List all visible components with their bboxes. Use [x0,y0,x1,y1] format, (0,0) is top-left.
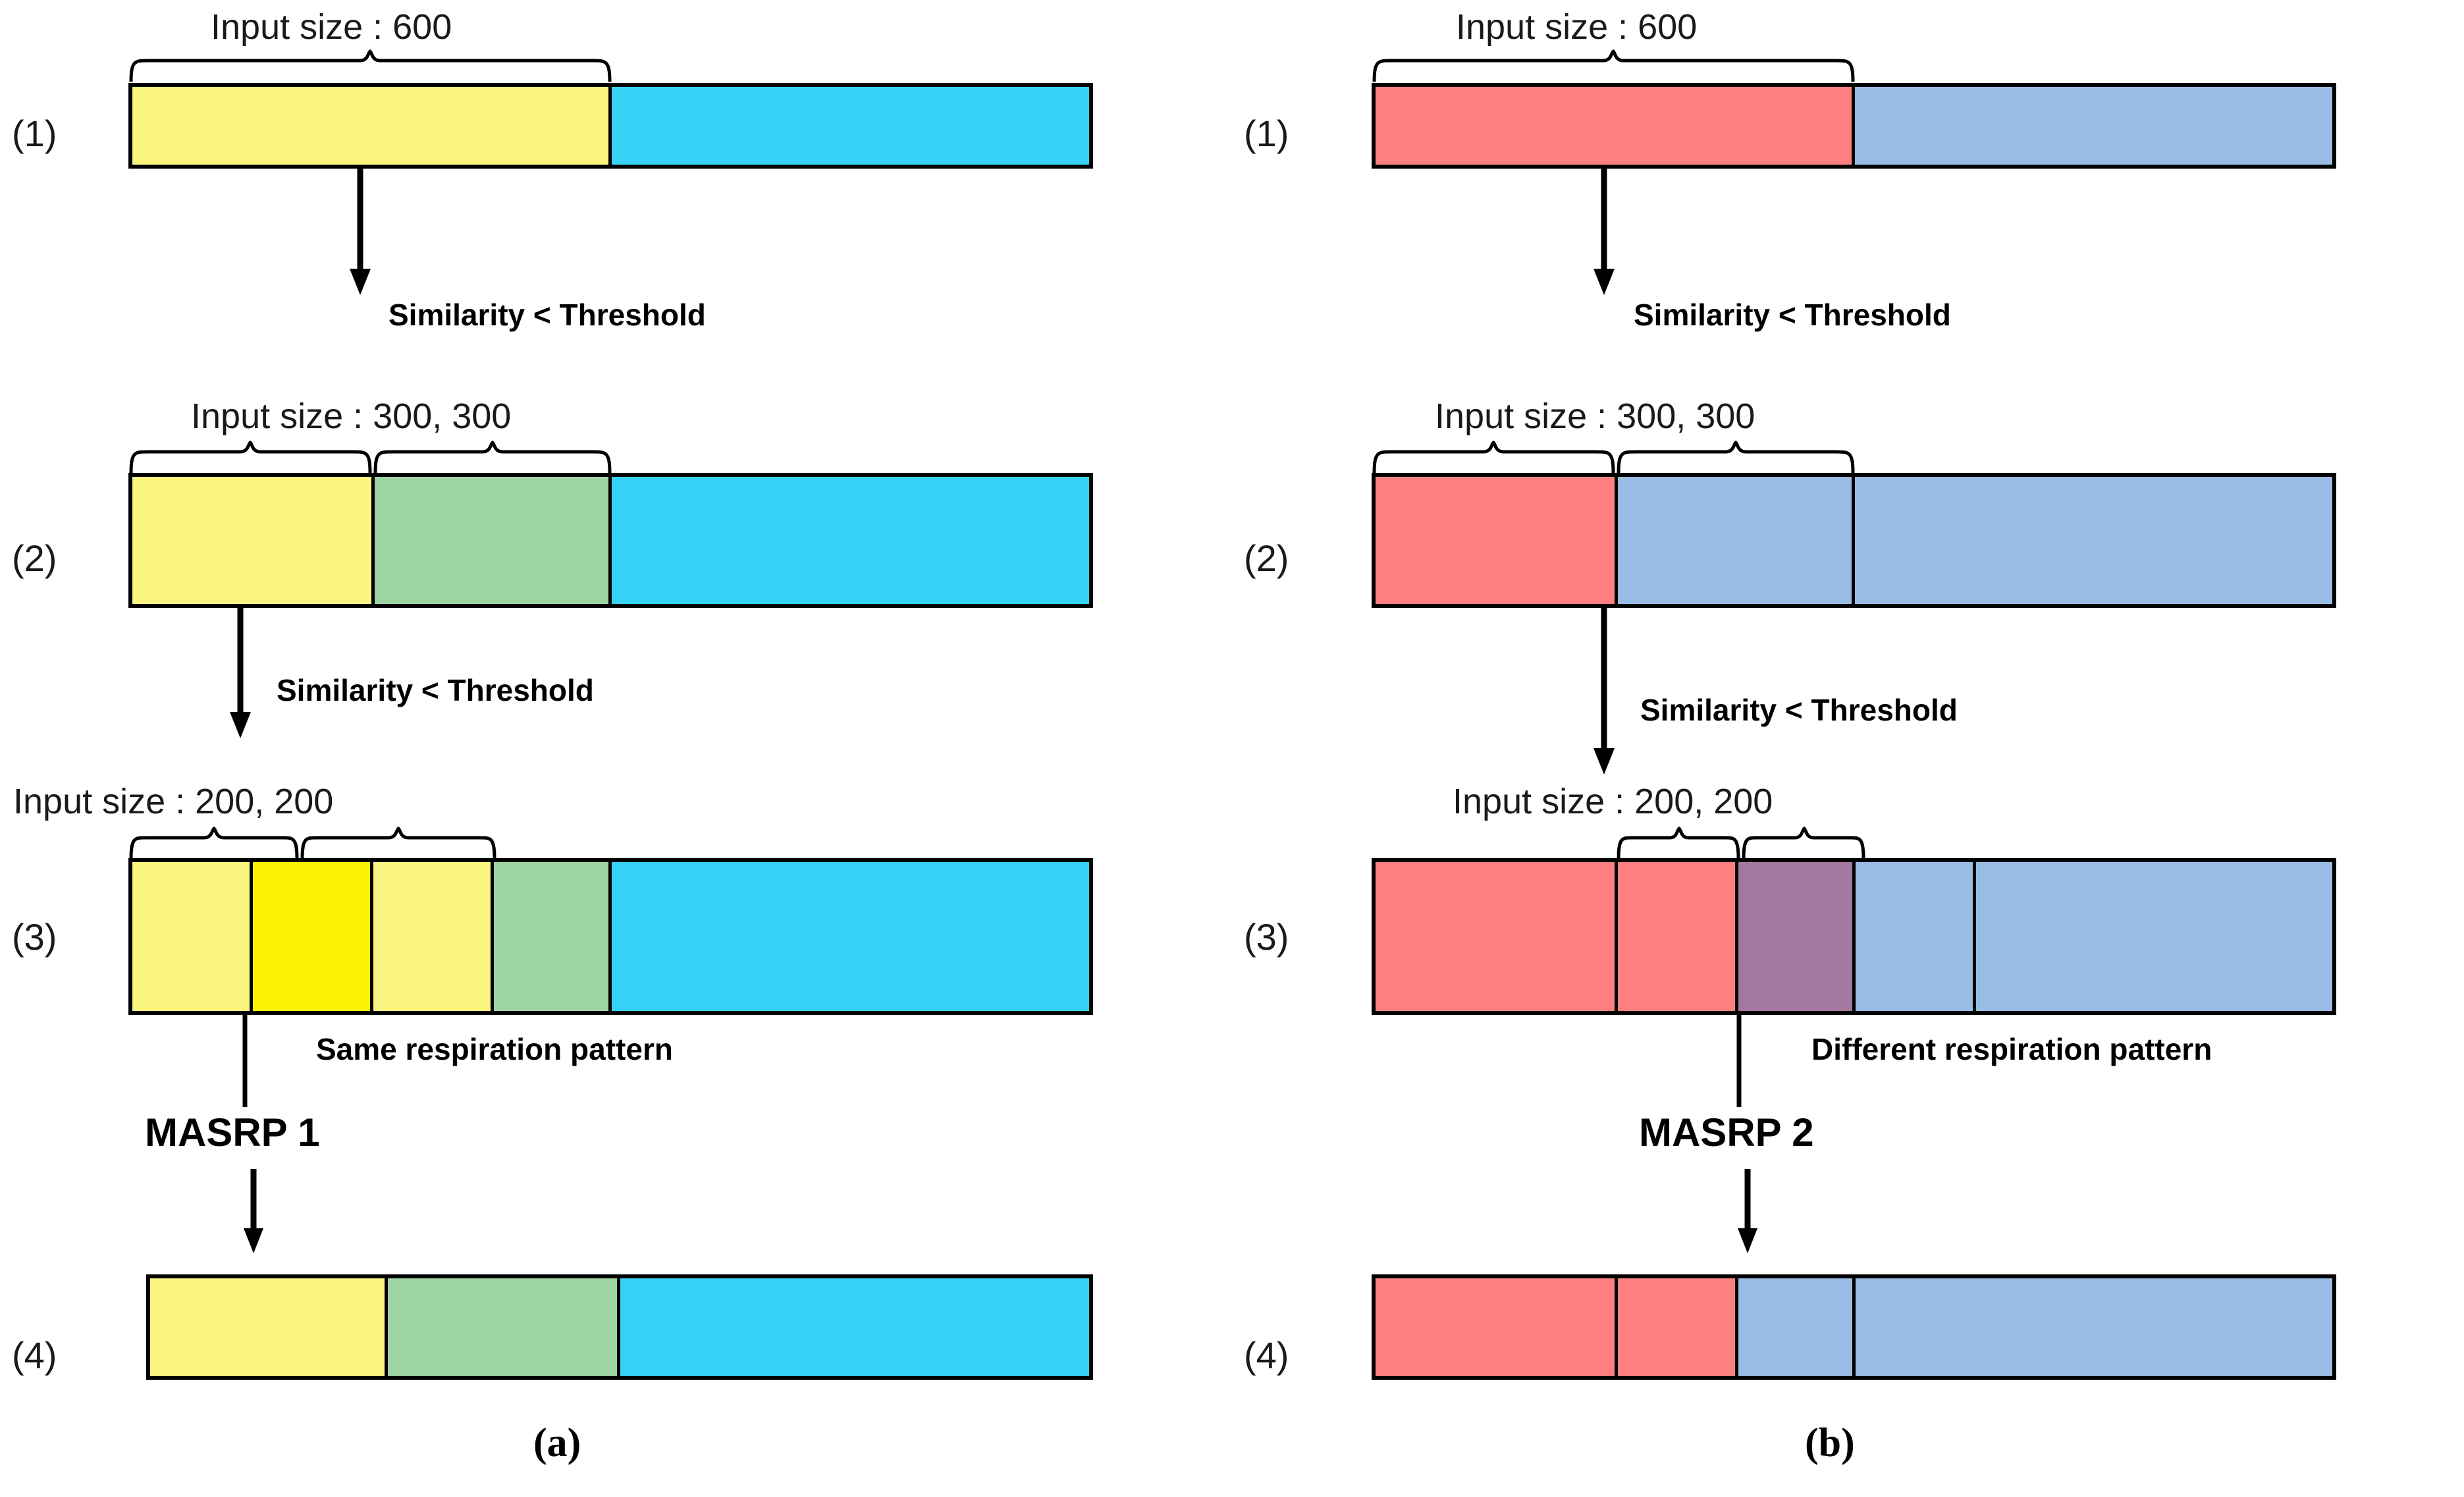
yellow-segment [373,862,495,1011]
size-label-a3: Input size : 200, 200 [13,782,334,821]
yellow-segment [150,1278,388,1376]
brace-b2-1 [1372,440,1616,474]
row-label-b2: (2) [1244,537,1289,579]
arrow-b2 [1591,608,1617,776]
red-segment [1617,862,1738,1011]
blue-segment [1854,477,2332,604]
bar-a2 [128,473,1093,608]
bar-b2 [1372,473,2336,608]
red-segment [1376,1278,1618,1376]
size-label-a2: Input size : 300, 300 [191,396,512,436]
cyan-segment [611,87,1089,165]
brace-a2-2 [373,440,612,474]
bar-b1 [1372,83,2336,169]
blue-segment [1738,1278,1856,1376]
brace-b3-1 [1616,826,1741,859]
cyan-segment [611,477,1089,604]
row-label-a3: (3) [12,916,57,958]
arrow-a3 [240,1015,250,1107]
blue-segment [1854,87,2332,165]
yellow-segment [132,862,254,1011]
arrow-text-a2: Similarity < Threshold [277,673,594,707]
brace-a3-2 [300,826,497,859]
cyan-segment [611,862,1089,1011]
red-segment [1376,87,1855,165]
blue-segment [1856,862,1977,1011]
blue-segment [1976,862,2332,1011]
bar-b3 [1372,858,2336,1015]
panel-caption-a: (a) [533,1421,581,1465]
arrow-b4 [1734,1169,1761,1255]
blue-segment [1856,1278,2332,1376]
bar-a1 [128,83,1093,169]
bright-yellow-segment [253,862,374,1011]
masrp-label-a: MASRP 1 [145,1110,320,1155]
brace-b3-2 [1741,826,1866,859]
arrow-text-b1: Similarity < Threshold [1634,298,1951,332]
row-label-a1: (1) [12,113,57,154]
brace-b2-2 [1616,440,1856,474]
arrow-a1 [347,169,373,297]
row-label-b3: (3) [1244,916,1289,958]
row-label-b4: (4) [1244,1334,1289,1376]
brace-a3-1 [128,826,300,859]
cyan-segment [620,1278,1089,1376]
row-label-b1: (1) [1244,113,1289,154]
size-label-b1: Input size : 600 [1456,7,1698,47]
arrow-b1 [1591,169,1617,297]
size-label-b3: Input size : 200, 200 [1453,782,1773,821]
green-segment [387,1278,621,1376]
arrow-a4 [240,1169,267,1255]
panel-a: Input size : 600 (1) Similarity < Thresh… [12,7,1093,1465]
size-label-b2: Input size : 300, 300 [1435,396,1755,436]
blue-segment [1617,477,1855,604]
pattern-text-b: Different respiration pattern [1811,1032,2212,1066]
row-label-a4: (4) [12,1334,57,1376]
brace-a1-1 [128,49,612,82]
arrow-text-b2: Similarity < Threshold [1640,693,1958,727]
arrow-text-a1: Similarity < Threshold [388,298,706,332]
bar-b4 [1372,1274,2336,1380]
arrow-b3 [1734,1015,1744,1107]
green-segment [374,477,612,604]
masrp-label-b: MASRP 2 [1639,1110,1814,1155]
yellow-segment [132,477,375,604]
red-segment [1376,477,1618,604]
arrow-a2 [227,608,254,740]
row-label-a2: (2) [12,537,57,579]
purple-segment [1738,862,1856,1011]
panel-b: Input size : 600 (1) Similarity < Thresh… [1232,0,2464,1497]
pattern-text-a: Same respiration pattern [316,1032,673,1066]
yellow-segment [132,87,612,165]
panel-caption-b: (b) [1805,1421,1855,1465]
bar-a4 [146,1274,1093,1380]
red-segment [1617,1278,1738,1376]
green-segment [494,862,612,1011]
brace-b1-1 [1372,49,1856,82]
red-segment [1376,862,1618,1011]
bar-a3 [128,858,1093,1015]
brace-a2-1 [128,440,373,474]
size-label-a1: Input size : 600 [211,7,452,47]
